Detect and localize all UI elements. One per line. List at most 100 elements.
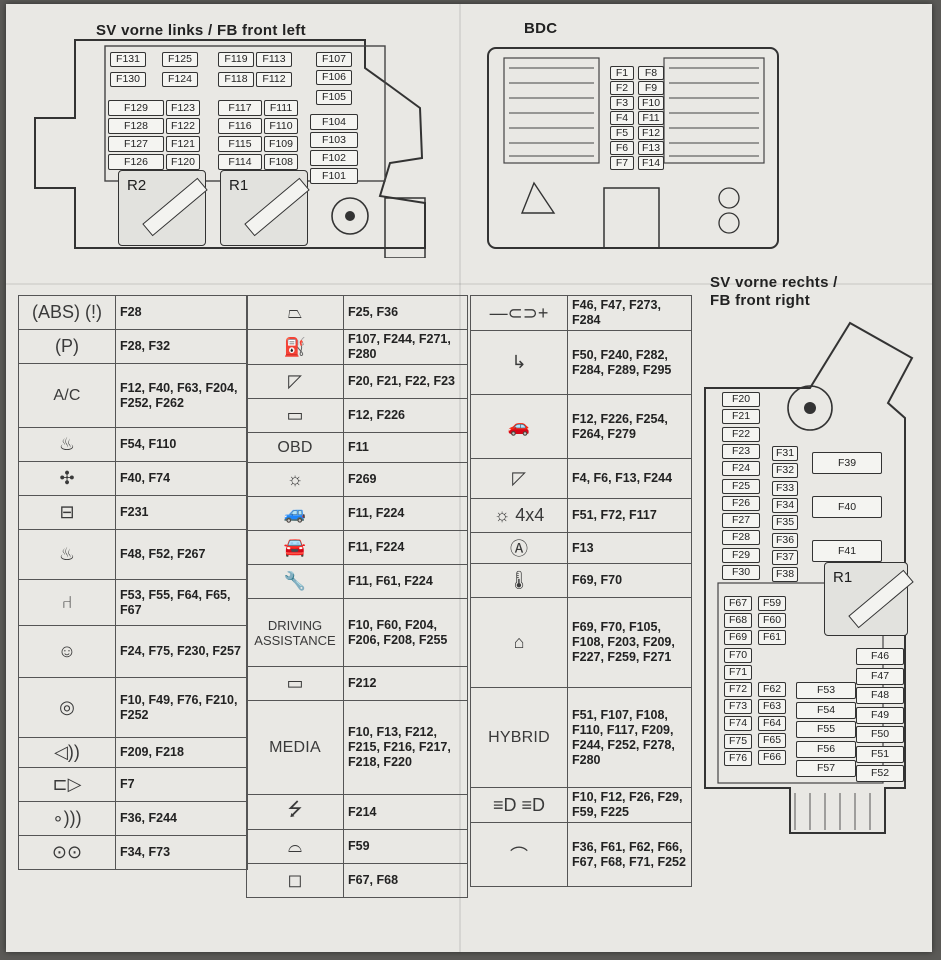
wrench-icon: 🔧	[246, 564, 344, 599]
seat-icon: ⑁	[18, 579, 116, 626]
speaker-glyph: ◁))	[54, 742, 80, 762]
fuse-f35: F35	[772, 515, 798, 531]
fuse-f34: F34	[772, 497, 798, 513]
legend-fuses: F10, F13, F212, F215, F216, F217, F218, …	[343, 700, 468, 795]
light-sensor-icon: ☼	[246, 462, 344, 497]
fuse-f126: F126	[108, 154, 164, 170]
fuse-f7: F7	[610, 156, 634, 170]
display-icon: ▭	[246, 666, 344, 701]
fuse-f64: F64	[758, 716, 786, 731]
legend-fuses: F4, F6, F13, F244	[567, 458, 692, 499]
fuse-f103: F103	[310, 132, 358, 148]
legend-fuses: F24, F75, F230, F257	[115, 625, 248, 678]
four-wheel-drive-glyph: ☼ 4x4	[493, 505, 545, 525]
relay-r1-right: R1	[824, 562, 914, 636]
legend-row: ∘)))F36, F244	[18, 801, 248, 836]
legend-row: ☺ F24, F75, F230, F257	[18, 625, 248, 678]
fuse-f27: F27	[722, 513, 760, 529]
fuse-f14: F14	[638, 156, 664, 170]
legend-fuses: F46, F47, F273, F284	[567, 295, 692, 331]
fuse-f112: F112	[256, 72, 292, 87]
steering-wheel-glyph: ◎	[59, 697, 75, 717]
legend-row: ◁))F209, F218	[18, 737, 248, 768]
seat-heater-icon: ♨	[18, 529, 116, 580]
fuse-f55: F55	[796, 721, 856, 738]
legend-fuses: F69, F70, F105, F108, F203, F209, F227, …	[567, 597, 692, 688]
fuse-f2: F2	[610, 81, 634, 95]
legend-row: ◸F20, F21, F22, F23	[246, 364, 468, 399]
fuse-f61: F61	[758, 630, 786, 646]
fuse-f26: F26	[722, 495, 760, 511]
legend-row: 🔧F11, F61, F224	[246, 564, 468, 599]
usb-glyph: ⭍	[287, 799, 303, 819]
tow-bar-glyph: ↳	[511, 352, 527, 372]
obd-glyph: OBD	[277, 438, 313, 456]
fuse-f50: F50	[856, 726, 904, 743]
fuse-f63: F63	[758, 698, 786, 714]
fuse-f120: F120	[166, 154, 200, 170]
legend-fuses: F11	[343, 432, 468, 463]
legend-fuses: F67, F68	[343, 863, 468, 898]
door-glyph: ◸	[512, 468, 526, 488]
fuse-f101: F101	[310, 168, 358, 184]
fuse-f53: F53	[796, 682, 856, 699]
legend-row: ☼F269	[246, 462, 468, 497]
key-remote-icon: ∘)))	[18, 801, 116, 836]
legend-row: ⏢F25, F36	[246, 295, 468, 330]
fuse-f51: F51	[856, 745, 904, 763]
fuse-f5: F5	[610, 126, 634, 140]
legend-fuses: F13	[567, 532, 692, 564]
relay-label: R1	[833, 569, 853, 586]
legend-row: ✣F40, F74	[18, 461, 248, 496]
headlight-glyph: ≡D ≡D	[492, 794, 545, 815]
legend-row: ♨ F54, F110	[18, 427, 248, 462]
legend-fuses: F11, F224	[343, 530, 468, 565]
abs-brake-warning-icon: (ABS) (!)	[18, 295, 116, 330]
legend-fuses: F48, F52, F267	[115, 529, 248, 580]
rear-defrost-icon: ♨	[18, 427, 116, 462]
ac-icon: A/C	[18, 363, 116, 428]
legend-row: (P)F28, F32	[18, 329, 248, 364]
seatbelt-glyph: ☺	[57, 641, 77, 661]
horn-glyph: ⊏▷	[52, 774, 82, 794]
fuse-f30: F30	[722, 565, 760, 580]
fuse-f31: F31	[772, 446, 798, 461]
speaker-icon: ◁))	[18, 737, 116, 768]
legend-fuses: F10, F49, F76, F210, F252	[115, 677, 248, 738]
fuse-f11: F11	[638, 111, 664, 125]
ac-glyph: A/C	[53, 386, 81, 404]
fan-icon: ✣	[18, 461, 116, 496]
legend-fuses: F12, F226	[343, 398, 468, 433]
fuse-f70: F70	[724, 647, 752, 663]
legend-fuses: F54, F110	[115, 427, 248, 462]
fuse-f1: F1	[610, 66, 634, 80]
legend-fuses: F53, F55, F64, F65, F67	[115, 579, 248, 626]
interior-light-icon: ⌒	[470, 822, 568, 887]
relay-r2: R2	[118, 170, 208, 246]
four-wheel-drive-icon: ☼ 4x4	[470, 498, 568, 533]
fuse-f29: F29	[722, 547, 760, 563]
legend-row: ↳F50, F240, F282, F284, F289, F295	[470, 330, 692, 395]
engine-glyph: ⌂	[513, 632, 525, 652]
legend-row: ▭F212	[246, 666, 468, 701]
fuse-f125: F125	[162, 52, 198, 67]
usb-icon: ⭍	[246, 794, 344, 830]
fuse-f9: F9	[638, 81, 664, 95]
fuse-f122: F122	[166, 118, 200, 134]
car-lift-icon: 🚙	[246, 496, 344, 531]
mirror-glyph: ⌓	[287, 836, 303, 856]
windshield-heater-icon: ▭	[246, 398, 344, 433]
fuse-f117: F117	[218, 100, 262, 116]
legend-row: ⑁F53, F55, F64, F65, F67	[18, 579, 248, 626]
driving-assistance-glyph: DRIVING ASSISTANCE	[254, 617, 336, 648]
auto-start-stop-glyph: Ⓐ	[510, 539, 528, 559]
temperature-glyph: 🌡	[507, 570, 531, 590]
fuse-f47: F47	[856, 667, 904, 685]
fuse-f32: F32	[772, 463, 798, 479]
headlight-icon: ≡D ≡D	[470, 787, 568, 823]
rear-defrost-glyph: ♨	[58, 434, 76, 454]
fuse-f12: F12	[638, 126, 664, 140]
